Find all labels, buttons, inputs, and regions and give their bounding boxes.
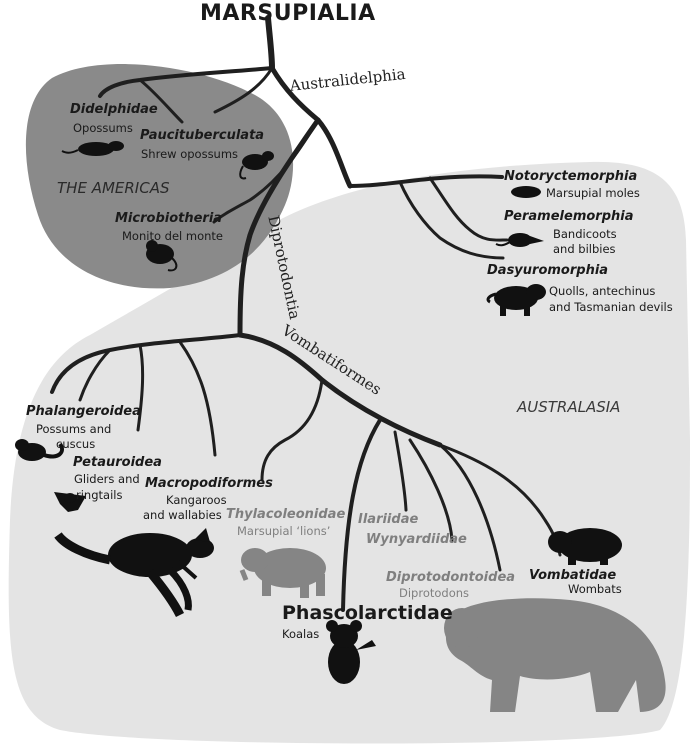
macropodiformes-common-1: Kangaroos	[166, 493, 227, 507]
ilariidae-branch	[393, 430, 408, 512]
peramelemorphia-common-1: Bandicoots	[553, 227, 617, 241]
phascolarctidae-branch	[341, 418, 382, 612]
diprotodontia-stem-branch	[237, 117, 321, 338]
notoryctemorphia-common: Marsupial moles	[546, 186, 640, 200]
australasia-region-label: AUSTRALASIA	[517, 398, 621, 416]
thylacoleo-silhouette	[239, 548, 326, 598]
ilariidae-name: Ilariidae	[358, 512, 419, 527]
thylacoleonidae-branch	[260, 378, 324, 482]
wynyardiidae-branch	[408, 438, 454, 542]
microbiotheria-common: Monito del monte	[122, 229, 223, 243]
americas-region-label: THE AMERICAS	[57, 179, 170, 197]
didelphidae-name: Didelphidae	[70, 102, 158, 117]
phascolarctidae-common: Koalas	[282, 627, 320, 641]
microbiotheria-name: Microbiotheria	[115, 211, 223, 226]
peramelemorphia-branch	[398, 180, 505, 260]
phalangeroidea-name: Phalangeroidea	[26, 404, 141, 419]
petauroidea-common-1: Gliders and	[74, 472, 140, 486]
phascolarctidae-name: Phascolarctidae	[282, 602, 453, 624]
diagram-title: MARSUPIALIA	[200, 1, 376, 26]
shrew-opossum-silhouette	[239, 151, 274, 180]
diprotodon-silhouette	[444, 598, 666, 712]
diprotodontoidea-name: Diprotodontoidea	[386, 570, 516, 585]
phalangeroidea-branch	[78, 348, 112, 402]
vombatidae-name: Vombatidae	[529, 568, 617, 583]
americas-region	[25, 64, 294, 289]
koala-silhouette	[326, 620, 376, 684]
petauroidea-branch	[136, 343, 145, 432]
macropodiformes-branch	[178, 340, 217, 457]
macropodiformes-common-2: and wallabies	[143, 508, 222, 522]
notoryctemorphia-name: Notoryctemorphia	[504, 169, 638, 184]
petauroidea-common-2: ringtails	[76, 488, 123, 502]
dasyuromorphia-name: Dasyuromorphia	[487, 263, 609, 278]
possum-silhouette	[15, 439, 64, 461]
trunk-branch	[265, 15, 275, 71]
paucituberculata-common: Shrew opossums	[141, 147, 239, 161]
paucituberculata-name: Paucituberculata	[140, 128, 265, 143]
kangaroo-silhouette	[54, 528, 214, 618]
macropodiformes-name: Macropodiformes	[145, 476, 273, 491]
dasyuromorphia-branch	[428, 176, 509, 242]
phylogenetic-tree	[50, 15, 562, 612]
thylacoleonidae-common: Marsupial ‘lions’	[237, 524, 331, 538]
left-crown-branch	[50, 333, 242, 394]
phalangeroidea-common-2: cuscus	[56, 437, 96, 451]
thylacoleonidae-name: Thylacoleonidae	[226, 507, 346, 522]
bandicoot-silhouette	[495, 233, 544, 247]
petauroidea-name: Petauroidea	[73, 455, 162, 470]
diprotodontoidea-branch	[438, 443, 502, 572]
peramelemorphia-common-2: and bilbies	[553, 242, 616, 256]
vombatidae-common: Wombats	[568, 582, 622, 596]
monito-del-monte-silhouette	[146, 240, 178, 272]
peramelemorphia-name: Peramelemorphia	[504, 209, 634, 224]
diprotodontoidea-common: Diprotodons	[399, 586, 470, 600]
shrew-opossum-branch	[213, 66, 274, 114]
tasmanian-devil-silhouette	[486, 284, 546, 316]
phalangeroidea-common-1: Possums and	[36, 422, 112, 436]
eastern-branch	[348, 174, 504, 188]
americas-stem-branch	[98, 66, 274, 98]
wombat-silhouette	[548, 528, 622, 565]
glider-silhouette	[54, 492, 86, 512]
wynyardiidae-name: Wynyardiidae	[366, 532, 467, 547]
opossum-silhouette	[61, 141, 124, 156]
opossum-branch	[138, 78, 184, 124]
marsupial-mole-silhouette	[511, 186, 541, 198]
didelphidae-common: Opossums	[73, 121, 133, 135]
dasyuromorphia-common-1: Quolls, antechinus	[549, 284, 656, 298]
dasyuromorphia-common-2: and Tasmanian devils	[549, 300, 673, 314]
